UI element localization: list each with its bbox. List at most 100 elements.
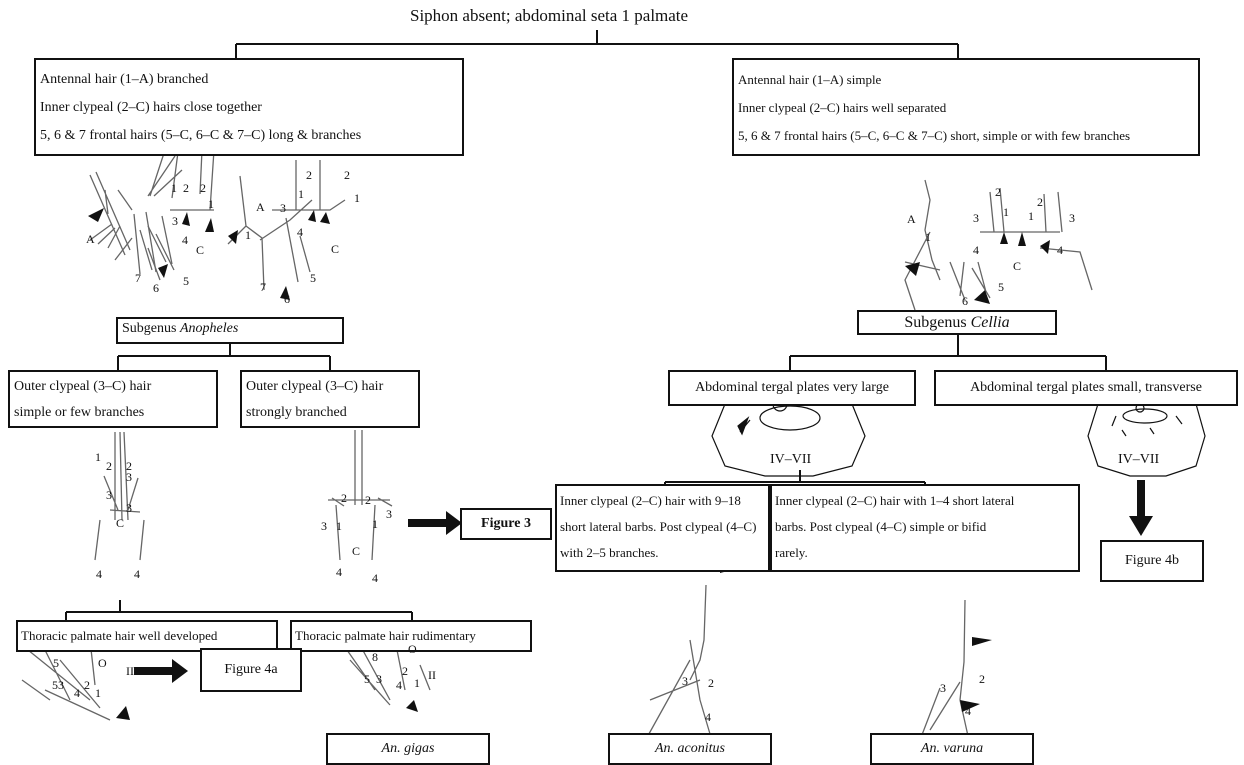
arrows <box>134 480 1153 683</box>
sketch-label: 2 <box>341 491 347 505</box>
inner-clypeal-many-barbs-box: Inner clypeal (2–C) hair with 9–18 short… <box>555 484 770 572</box>
sketch-label: 4 <box>396 678 402 692</box>
sketch-label: 6 <box>962 294 968 308</box>
sketch-label: 3 <box>376 672 382 686</box>
sketch-label: O <box>98 656 107 670</box>
subgenus-prefix: Subgenus <box>122 321 180 336</box>
sketch-label: 5 <box>183 274 189 288</box>
sketch-label: 7 <box>260 280 266 294</box>
sketch-label: 2 <box>84 678 90 692</box>
sketch-label: 3 <box>973 211 979 225</box>
species-name: An. gigas <box>381 741 435 756</box>
criterion-text: Inner clypeal (2–C) hairs close together <box>40 100 262 115</box>
sketch-label: 4 <box>973 243 979 257</box>
criterion-text: Antennal hair (1–A) simple <box>738 72 882 87</box>
sketch-label: 4 <box>182 233 188 247</box>
sketch-label: 4 <box>134 567 140 581</box>
criterion-text: strongly branched <box>246 405 347 420</box>
figure-4a-ref: Figure 4a <box>200 648 302 692</box>
figure-4b-ref: Figure 4b <box>1100 540 1204 582</box>
sketch-label: 4 <box>965 704 971 718</box>
sketch-label: II <box>126 664 134 678</box>
outer-clypeal-simple-box: Outer clypeal (3–C) hair simple or few b… <box>8 370 218 428</box>
sketch-label: 2 <box>708 676 714 690</box>
sketch-label: 3 <box>106 488 112 502</box>
sketch-label: 1 <box>354 191 360 205</box>
right-criteria-box: Antennal hair (1–A) simple Inner clypeal… <box>732 58 1200 156</box>
criterion-text: Abdominal tergal plates very large <box>695 380 889 395</box>
criterion-text: simple or few branches <box>14 405 145 420</box>
subgenus-name: Anopheles <box>179 321 239 336</box>
sketch-label: II <box>428 668 436 682</box>
sketch-label: 1 <box>171 181 177 195</box>
sketch-label: 5 <box>998 280 1004 294</box>
sketch-label: 4 <box>96 567 102 581</box>
criterion-text: 5, 6 & 7 frontal hairs (5–C, 6–C & 7–C) … <box>738 128 1131 143</box>
sketch-label: 2 <box>344 168 350 182</box>
sketch-label: 2 <box>402 664 408 678</box>
sketch-label: 1 <box>298 187 304 201</box>
criterion-text: Inner clypeal (2–C) hair with 9–18 <box>560 493 741 508</box>
sketch-label: 5 <box>364 672 370 686</box>
inner-clypeal-few-barbs-box: Inner clypeal (2–C) hair with 1–4 short … <box>770 484 1080 572</box>
sketch-label: 1 <box>1028 209 1034 223</box>
left-criteria-box: Antennal hair (1–A) branched Inner clype… <box>34 58 464 156</box>
sketch-label: C <box>196 243 205 257</box>
sketch-label: 1 <box>1003 205 1009 219</box>
sketch-label: 4 <box>705 710 711 724</box>
criterion-text: Thoracic palmate hair rudimentary <box>295 628 476 643</box>
sketch-label: 5 <box>53 656 59 670</box>
sketch-label: C <box>116 516 125 530</box>
sketch-label: 4 <box>336 565 342 579</box>
species-name: An. aconitus <box>655 741 725 756</box>
sketch-label: 2 <box>979 672 985 686</box>
sketch-label: A <box>907 212 916 226</box>
sketch-label: C <box>1013 259 1022 273</box>
sketch-label: 4 <box>1057 243 1063 257</box>
sketch-label: 1 <box>336 519 342 533</box>
criterion-text: short lateral barbs. Post clypeal (4–C) <box>560 519 757 534</box>
figure-ref-text: Figure 3 <box>481 516 531 531</box>
subgenus-cellia-box: Subgenus Cellia <box>857 310 1057 335</box>
sketch-label: 1 <box>95 450 101 464</box>
criterion-text: Inner clypeal (2–C) hair with 1–4 short … <box>775 493 1015 508</box>
sketch-label: 1 <box>372 517 378 531</box>
subgenus-anopheles-box: Subgenus Anopheles <box>116 317 344 344</box>
sketch-label: 3 <box>1069 211 1075 225</box>
sketch-label: 1 <box>208 197 214 211</box>
sketch-label: 5 <box>310 271 316 285</box>
sketch-label: 3 <box>126 470 132 484</box>
sketch-label: 3 <box>321 519 327 533</box>
criterion-text: Outer clypeal (3–C) hair <box>246 379 384 394</box>
species-an-gigas: An. gigas <box>326 733 490 765</box>
figure-ref-text: Figure 4b <box>1124 553 1180 568</box>
thoracic-rudimentary-box: Thoracic palmate hair rudimentary <box>290 620 532 652</box>
thoracic-developed-box: Thoracic palmate hair well developed <box>16 620 278 652</box>
outer-clypeal-branched-box: Outer clypeal (3–C) hair strongly branch… <box>240 370 420 428</box>
sketch-label: 2 <box>106 459 112 473</box>
criterion-text: Thoracic palmate hair well developed <box>21 628 218 643</box>
sketch-label: 3 <box>280 201 286 215</box>
sketch-label: 1 <box>245 228 251 242</box>
species-an-aconitus: An. aconitus <box>608 733 772 765</box>
sketch-label: 3 <box>172 214 178 228</box>
criterion-text: rarely. <box>775 545 808 560</box>
criterion-text: Outer clypeal (3–C) hair <box>14 379 152 394</box>
sketch-label: 6 <box>284 292 290 306</box>
sketch-label: 3 <box>682 674 688 688</box>
sketch-label: A <box>256 200 265 214</box>
sketch-label: 1 <box>95 686 101 700</box>
criterion-text: barbs. Post clypeal (4–C) simple or bifi… <box>775 519 987 534</box>
criterion-text: Antennal hair (1–A) branched <box>40 72 209 87</box>
sketch-label: C <box>331 242 340 256</box>
sketch-label: 3 <box>940 681 946 695</box>
sketch-label: A <box>86 232 95 246</box>
sketch-label: 2 <box>126 459 132 473</box>
sketch-label: 2 <box>183 181 189 195</box>
subgenus-prefix: Subgenus <box>904 314 971 331</box>
figure-ref-text: Figure 4a <box>224 662 278 677</box>
criterion-text: Abdominal tergal plates small, transvers… <box>970 380 1202 395</box>
sketch-label: 2 <box>200 181 206 195</box>
sketch-label: 4 <box>297 225 303 239</box>
